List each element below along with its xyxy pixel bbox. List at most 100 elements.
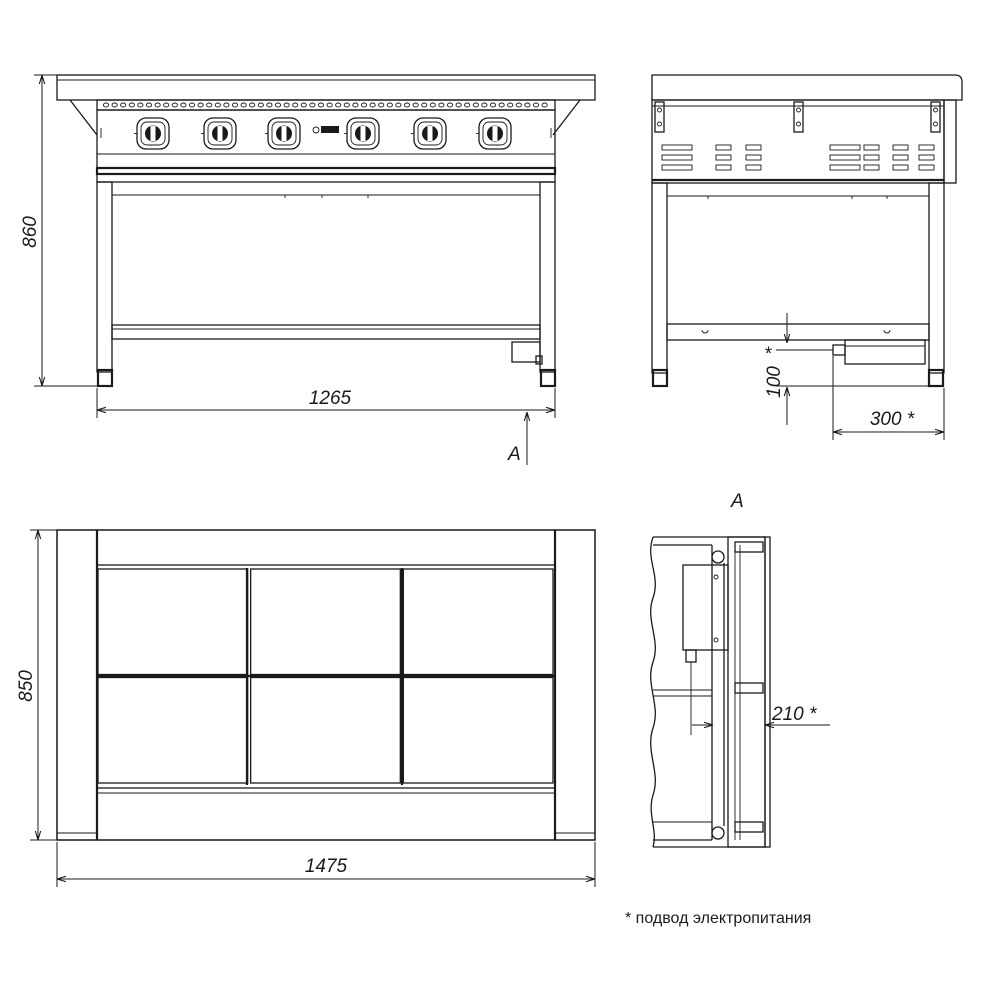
front-dimension-width: 1265	[96, 388, 556, 418]
vent-hole	[446, 102, 454, 108]
vent-hole	[326, 102, 333, 108]
vent-hole	[395, 102, 402, 108]
vent-hole	[472, 102, 479, 108]
detail-title: A	[730, 491, 744, 512]
front-left-bracket	[69, 99, 98, 136]
vent-hole	[163, 102, 170, 108]
vent-louver	[918, 144, 935, 151]
detail-bolt-bottom	[711, 826, 725, 840]
vent-louver	[918, 164, 935, 171]
vent-hole	[240, 102, 247, 108]
dim-detail-210: 210 *	[771, 704, 817, 725]
vent-hole	[498, 102, 505, 108]
top-front-strip	[96, 787, 556, 841]
vent-hole	[403, 102, 411, 108]
side-bracket-2	[793, 101, 804, 133]
vent-hole	[489, 102, 497, 108]
side-right-leg	[928, 182, 945, 374]
side-body	[651, 99, 945, 184]
front-left-foot	[96, 368, 114, 388]
vent-louver	[745, 154, 762, 161]
front-frame-rail	[96, 173, 556, 183]
side-cable-gland	[832, 344, 846, 356]
vent-hole	[309, 102, 316, 108]
vent-hole	[188, 102, 196, 108]
vent-hole	[266, 102, 273, 108]
vent-louver	[745, 144, 762, 151]
vent-hole	[378, 102, 385, 108]
vent-hole	[180, 102, 187, 108]
vent-louver	[661, 164, 693, 171]
side-junction-box	[844, 339, 926, 365]
side-bracket-1	[654, 101, 665, 133]
side-vent-louvers	[661, 144, 935, 171]
detail-leg-column	[727, 536, 766, 848]
vent-hole	[283, 102, 290, 108]
vent-louver	[829, 144, 861, 151]
vent-hole	[532, 102, 540, 108]
vent-hole	[481, 102, 488, 108]
brand-logo	[312, 126, 339, 134]
vent-louver	[715, 154, 732, 161]
top-dimension-depth: 850	[16, 529, 57, 841]
vent-louver	[715, 164, 732, 171]
front-view	[56, 74, 596, 388]
side-top-plate	[651, 74, 963, 101]
vent-louver	[863, 144, 880, 151]
vent-hole	[352, 102, 359, 108]
dim-height-860: 860	[20, 216, 41, 248]
vent-hole	[429, 102, 436, 108]
vent-hole	[145, 102, 153, 108]
control-knob	[265, 117, 301, 150]
front-left-leg	[96, 181, 113, 373]
side-left-leg	[651, 182, 668, 374]
side-dimension-height: 100 *	[764, 313, 930, 425]
vent-louver	[829, 164, 861, 171]
side-dimension-depth: 300 *	[832, 356, 945, 440]
vent-hole	[128, 102, 135, 108]
vent-hole	[343, 102, 350, 108]
detail-break-line	[650, 536, 656, 848]
vent-hole	[335, 102, 342, 108]
side-view	[651, 74, 963, 388]
vent-hole	[412, 102, 419, 108]
vent-hole	[274, 102, 282, 108]
front-junction-box	[511, 341, 541, 363]
detail-cable-gland	[685, 649, 697, 663]
hot-plate	[402, 568, 554, 676]
front-vent-strip	[96, 99, 556, 111]
vent-hole	[206, 102, 213, 108]
vent-hole	[120, 102, 127, 108]
control-knob	[134, 117, 170, 150]
vent-hole	[386, 102, 393, 108]
hot-plate	[97, 568, 249, 676]
top-left-panel	[56, 529, 98, 841]
vent-hole	[171, 102, 178, 108]
vent-hole	[515, 102, 522, 108]
side-back-panel	[943, 99, 957, 184]
detail-a	[650, 536, 771, 848]
vent-hole	[249, 102, 256, 108]
vent-hole	[317, 102, 325, 108]
top-view	[56, 529, 596, 841]
vent-hole	[257, 102, 264, 108]
vent-louver	[745, 164, 762, 171]
vent-louver	[661, 154, 693, 161]
vent-hole	[360, 102, 368, 108]
vent-hole	[507, 102, 514, 108]
dim-depth-300: 300 *	[870, 409, 915, 430]
dim-width-1265: 1265	[309, 388, 352, 409]
top-hot-plates	[97, 568, 555, 785]
side-left-foot	[651, 368, 669, 388]
top-dimension-width: 1475	[56, 842, 596, 887]
vent-louver	[661, 144, 693, 151]
vent-hole	[292, 102, 299, 108]
side-bracket-3	[930, 101, 941, 133]
control-knob	[476, 117, 512, 150]
vent-hole	[464, 102, 471, 108]
vent-hole	[197, 102, 204, 108]
front-top-plate	[56, 74, 596, 101]
front-frame-top	[95, 166, 557, 176]
vent-louver	[892, 154, 909, 161]
